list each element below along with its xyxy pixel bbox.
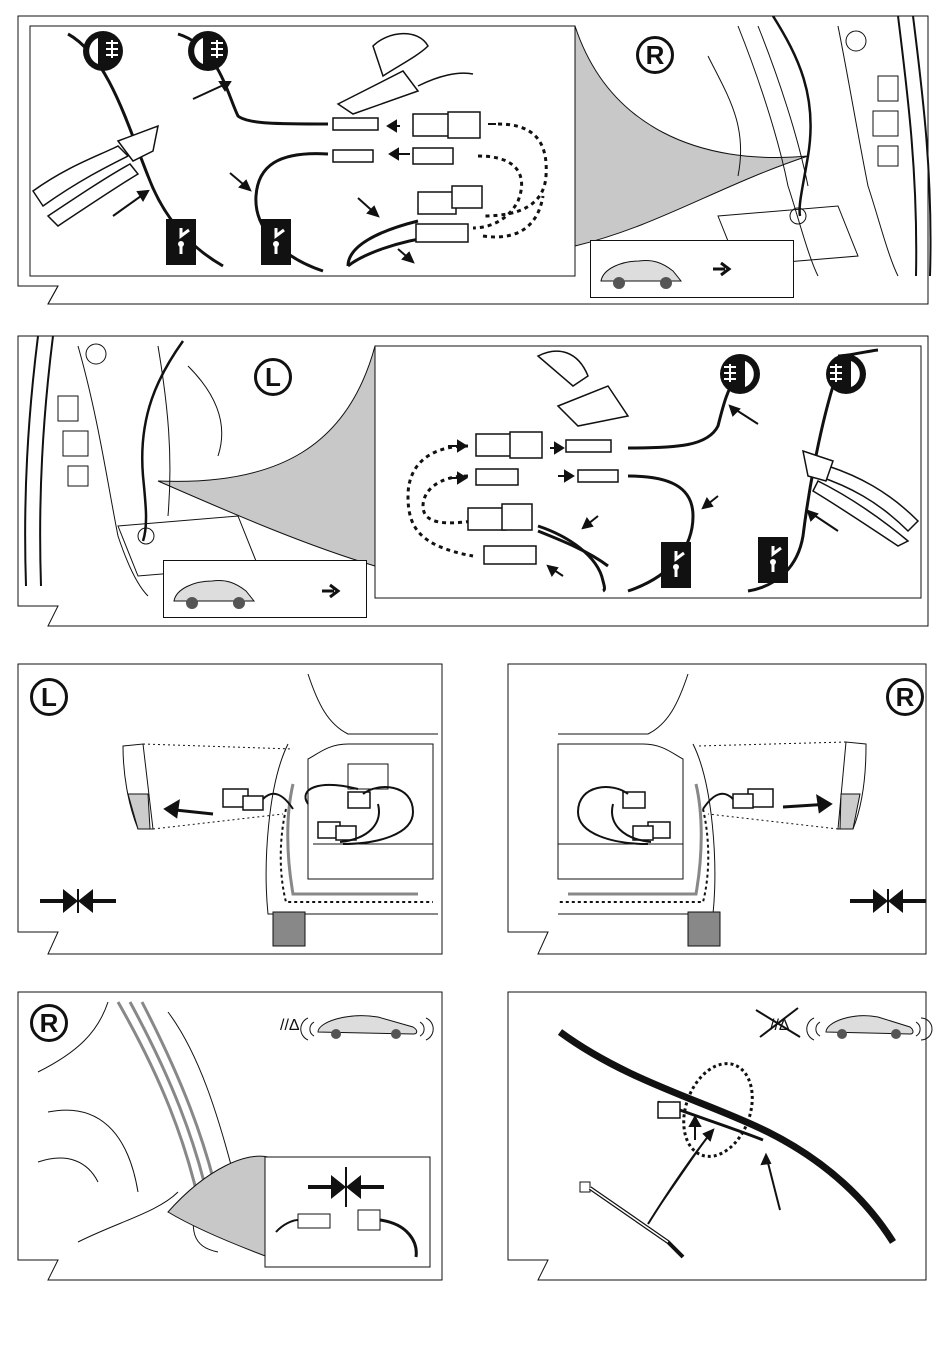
pliers-icon [33,126,158,226]
arrow-right-icon [322,585,338,597]
fog-lamp-icon [83,31,123,71]
crimp-tool-icon [538,351,628,426]
side-badge-left: L [30,678,68,716]
side-badge-right: R [886,678,924,716]
panel-2-drawing [18,336,928,628]
panel-step-2: L [18,336,928,628]
arrow-right-icon [713,263,729,275]
side-badge-right: R [636,36,674,74]
switch-icon [261,219,291,265]
fog-lamp-icon [826,354,866,394]
panel-5-drawing: //Δ [18,992,444,1282]
switch-icon [166,219,196,265]
torque-arrows-icon [850,889,926,913]
fog-lamp-icon [188,31,228,71]
panel-step-4: R [508,664,928,956]
car-direction-box [590,240,794,298]
switch-icon [758,537,788,583]
svg-text://Δ: //Δ [280,1017,300,1034]
parking-sensor-icon: //Δ [280,1016,433,1040]
panel-6-drawing: //Δ [508,992,928,1282]
panel-3-drawing [18,664,444,956]
car-icon [164,561,366,617]
torque-arrows-icon [40,889,116,913]
panel-step-1: R [18,16,928,306]
pliers-icon [803,451,918,546]
parking-sensor-icon: //Δ [756,1008,932,1040]
car-icon [591,241,793,297]
side-badge-left: L [254,358,292,396]
crimp-tool-icon [338,34,473,114]
fog-lamp-icon [720,354,760,394]
car-direction-box [163,560,367,618]
panel-step-6: //Δ [508,992,928,1282]
switch-icon [661,542,691,588]
panel-4-drawing [508,664,928,956]
panel-step-5: //Δ R [18,992,444,1282]
side-badge-right: R [30,1004,68,1042]
panel-step-3: L [18,664,444,956]
